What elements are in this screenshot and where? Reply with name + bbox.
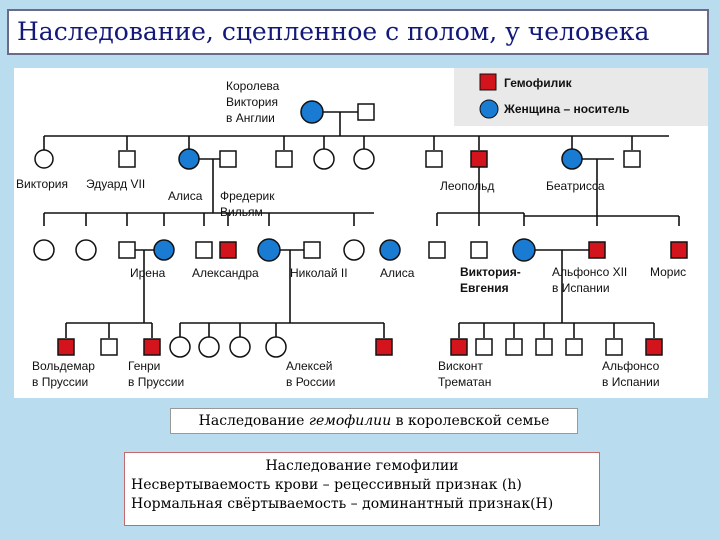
- label-alexandra: Александра: [192, 266, 259, 280]
- carrier-irena: [153, 239, 175, 261]
- male-nicholas: [303, 241, 321, 259]
- label-viscount-2: Трематан: [438, 375, 491, 389]
- legend: Гемофилик Женщина – носитель: [454, 68, 708, 126]
- info-line-recessive: Несвертываемость крови – рецессивный при…: [131, 477, 522, 493]
- female-victoria: [34, 149, 54, 169]
- label-alfonso-1: Альфонсо: [602, 359, 660, 373]
- label-alfonso-2: в Испании: [602, 375, 660, 389]
- carrier-queen-victoria: [300, 100, 324, 124]
- male-frederick: [219, 150, 237, 168]
- hemophiliac-gen3-a: [219, 241, 237, 259]
- female-gen3-c: [343, 239, 365, 261]
- hemophiliac-maurice: [670, 241, 688, 259]
- male-gen3-d: [470, 241, 488, 259]
- label-queen-2: Виктория: [226, 95, 278, 109]
- legend-carrier-circle: [479, 99, 499, 119]
- label-beatrice: Беатрисса: [546, 179, 605, 193]
- hemophiliac-waldemar: [57, 338, 75, 356]
- slide-title: Наследование, сцепленное с полом, у чело…: [7, 9, 709, 55]
- carrier-victoria-eugenie: [512, 238, 536, 262]
- female-gen4-c: [229, 336, 251, 358]
- male-gen2-a: [275, 150, 293, 168]
- label-irena: Ирена: [130, 266, 166, 280]
- label-alexei-2: в России: [286, 375, 335, 389]
- info-line-dominant: Нормальная свёртываемость – доминантный …: [131, 496, 554, 512]
- label-alice: Алиса: [168, 189, 203, 203]
- label-victoria-eugenie-1: Виктория-: [460, 265, 521, 279]
- male-gen4-f: [605, 338, 623, 356]
- carrier-alice: [178, 148, 200, 170]
- carrier-beatrice: [561, 148, 583, 170]
- caption-suffix: в королевской семье: [391, 413, 550, 429]
- pedigree-chart: Гемофилик Женщина – носитель: [14, 68, 708, 398]
- female-gen4-a: [169, 336, 191, 358]
- hemophiliac-viscount: [450, 338, 468, 356]
- label-alisa: Алиса: [380, 266, 415, 280]
- label-viscount-1: Висконт: [438, 359, 483, 373]
- caption-prefix: Наследование: [198, 413, 309, 429]
- label-henry-2: в Пруссии: [128, 375, 184, 389]
- label-alexei-1: Алексей: [286, 359, 332, 373]
- male-gen4-e: [565, 338, 583, 356]
- label-nicholas: Николай II: [290, 266, 348, 280]
- carrier-alexandra: [257, 238, 281, 262]
- chart-caption: Наследование гемофилии в королевской сем…: [170, 408, 578, 434]
- label-henry-1: Генри: [128, 359, 160, 373]
- male-gen3-a: [118, 241, 136, 259]
- female-gen4-b: [198, 336, 220, 358]
- legend-hemophiliac-square: [479, 73, 497, 91]
- female-gen3-b: [75, 239, 97, 261]
- male-gen3-b: [195, 241, 213, 259]
- male-gen2-b: [425, 150, 443, 168]
- male-gen3-c: [428, 241, 446, 259]
- hemophiliac-henry: [143, 338, 161, 356]
- male-gen4-c: [505, 338, 523, 356]
- label-maurice: Морис: [650, 265, 686, 279]
- label-waldemar-2: в Пруссии: [32, 375, 88, 389]
- female-gen2-b: [353, 148, 375, 170]
- label-edward: Эдуард VII: [86, 177, 145, 191]
- hemophiliac-leopold: [470, 150, 488, 168]
- male-gen4-d: [535, 338, 553, 356]
- label-victoria: Виктория: [16, 177, 68, 191]
- female-gen3-a: [33, 239, 55, 261]
- legend-carrier-label: Женщина – носитель: [503, 102, 630, 116]
- label-victoria-eugenie-2: Евгения: [460, 281, 509, 295]
- caption-emphasis: гемофилии: [308, 413, 392, 429]
- label-alfonso12-2: в Испании: [552, 281, 610, 295]
- hemophiliac-alexei: [375, 338, 393, 356]
- info-box: Наследование гемофилии Несвертываемость …: [124, 452, 600, 526]
- info-heading: Наследование гемофилии: [265, 458, 459, 474]
- hemophiliac-alfonso: [645, 338, 663, 356]
- female-gen2-a: [313, 148, 335, 170]
- label-waldemar-1: Вольдемар: [32, 359, 95, 373]
- label-leopold: Леопольд: [440, 179, 494, 193]
- label-queen-3: в Англии: [226, 111, 275, 125]
- carrier-alisa: [379, 239, 401, 261]
- legend-hemophiliac-label: Гемофилик: [504, 76, 573, 90]
- female-gen4-d: [265, 336, 287, 358]
- male-edward: [118, 150, 136, 168]
- pedigree-lines: [43, 111, 680, 338]
- male-gen4-a: [100, 338, 118, 356]
- pedigree-diagram: Гемофилик Женщина – носитель: [16, 68, 708, 389]
- label-frederick-1: Фредерик: [220, 189, 275, 203]
- label-queen-1: Королева: [226, 79, 280, 93]
- label-alfonso12-1: Альфонсо XII: [552, 265, 627, 279]
- label-frederick-2: Вильям: [220, 205, 263, 219]
- male-albert: [357, 103, 375, 121]
- hemophiliac-gen3-b: [588, 241, 606, 259]
- male-gen4-b: [475, 338, 493, 356]
- male-henry-battenberg: [623, 150, 641, 168]
